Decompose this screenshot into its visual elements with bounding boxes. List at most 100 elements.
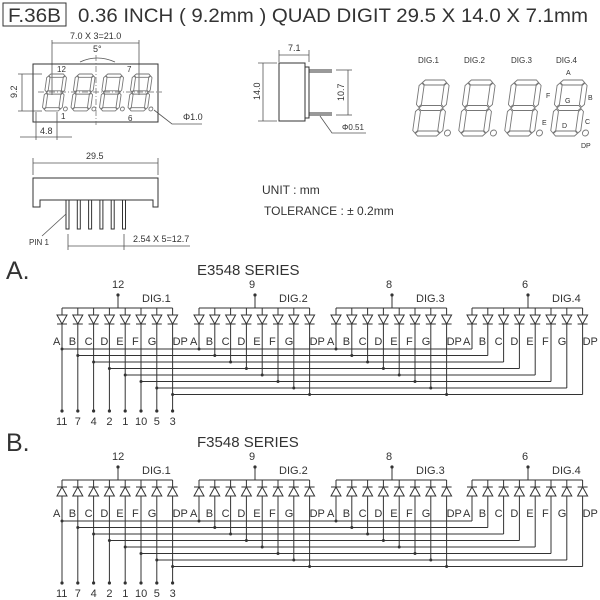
series-title: E3548 SERIES (197, 262, 300, 279)
pin-terminal (123, 581, 127, 585)
segment-label: DP (173, 336, 188, 348)
segment-label-c: C (585, 119, 590, 126)
segment-label: D (374, 336, 382, 348)
schematic-a: A.E3548 SERIES12DIG.1A11B7C4D2E1F10G5DP3… (6, 257, 598, 428)
segment-label: D (237, 508, 245, 520)
pin-terminal (116, 293, 120, 297)
segment-label: D (100, 336, 108, 348)
schematic-label: B. (6, 429, 30, 457)
pin-terminal (92, 581, 96, 585)
pin-terminal (107, 409, 111, 413)
unit-note: UNIT : mm (262, 183, 320, 197)
led-diode-icon (513, 485, 526, 497)
segment-e (458, 109, 466, 133)
digit-label: DIG.3 (511, 56, 532, 65)
segment-label: G (422, 336, 431, 348)
segment-label: A (463, 508, 471, 520)
segment-label: F (269, 336, 276, 348)
segment-label: A (463, 336, 471, 348)
display-body-front (32, 63, 159, 123)
led-diode-icon (135, 485, 147, 497)
segment-label: B (343, 336, 350, 348)
pin-diameter: Φ0.51 (342, 123, 365, 132)
led-diode-icon (345, 314, 358, 326)
pin (122, 199, 126, 230)
led-diode-icon (119, 485, 132, 497)
part-code-box (2, 2, 67, 27)
segment-label: C (359, 336, 367, 348)
pin-terminal (139, 409, 143, 413)
junction-dot (155, 386, 159, 390)
segment-c (529, 109, 537, 133)
led-diode-icon (303, 314, 316, 326)
led-diode-icon (330, 314, 342, 326)
led-diode-icon (529, 314, 542, 326)
junction-dot (60, 347, 64, 351)
segment-pin-number: 2 (106, 588, 112, 600)
pin (99, 199, 104, 230)
segment-c (59, 93, 65, 109)
led-diode-icon (87, 485, 100, 497)
pin-terminal (107, 581, 111, 585)
segment-a (106, 74, 122, 77)
segment-label: A (53, 508, 61, 520)
segment-label: F (132, 508, 139, 520)
segment-label: A (53, 336, 61, 348)
segment-d (415, 131, 440, 136)
pin-terminal (253, 293, 257, 297)
pin-terminal (155, 581, 159, 585)
led-diode-icon (576, 314, 589, 326)
segment-label: G (148, 508, 157, 520)
segment-d (507, 131, 532, 136)
common-pin-number: 9 (249, 279, 255, 291)
pin-span-dimension: 10.7 (336, 83, 346, 101)
segment-e (71, 93, 77, 109)
segment-label: G (422, 508, 431, 520)
led-diode-icon (256, 314, 269, 326)
segment-b (441, 83, 449, 107)
segment-label-b: B (588, 95, 593, 102)
pin-terminal (526, 293, 530, 297)
pin-1-label: PIN 1 (29, 238, 50, 247)
bottom-view: 29.5 PIN 1 2.54 X 5=12.7 (29, 151, 190, 250)
led-diode-icon (393, 485, 406, 497)
segment-label-d: D (562, 123, 567, 130)
segment-label: D (510, 508, 518, 520)
segment-label: F (406, 336, 413, 348)
series-title: F3548 SERIES (197, 434, 299, 451)
pitch-dimension: 4.8 (40, 126, 53, 136)
junction-dot (76, 354, 80, 357)
decimal-point (92, 107, 97, 111)
common-pin-number: 12 (112, 279, 124, 291)
segment-f (462, 83, 470, 107)
segment-pin-number: 5 (154, 416, 160, 428)
led-diode-icon (361, 314, 374, 326)
segment-d (553, 131, 578, 136)
led-diode-icon (409, 485, 421, 497)
digit-label: DIG.4 (552, 293, 581, 305)
segment-pin-number: 7 (75, 588, 81, 600)
segment-label: DP (447, 336, 462, 348)
seven-segment-digit-1 (412, 80, 458, 136)
segment-d (101, 108, 117, 111)
pin-label: 6 (128, 114, 133, 123)
segment-a (134, 74, 150, 77)
digit-label: DIG.1 (418, 56, 439, 65)
segment-f (73, 76, 79, 92)
segment-label: C (495, 508, 503, 520)
digit-label: DIG.4 (556, 56, 577, 65)
junction-dot (107, 367, 111, 370)
led-diode-icon (150, 485, 163, 497)
common-pin-number: 8 (386, 451, 392, 463)
led-diode-icon (513, 314, 526, 326)
led-diode-icon (119, 314, 132, 326)
segment-label: F (406, 508, 413, 520)
segment-b (147, 76, 153, 92)
segment-label: G (558, 508, 567, 520)
